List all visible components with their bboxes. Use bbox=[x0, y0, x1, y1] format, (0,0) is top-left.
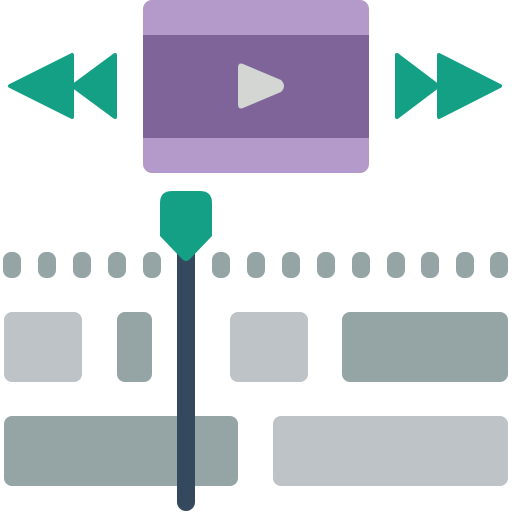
sprocket-row bbox=[3, 252, 508, 278]
sprocket-hole bbox=[73, 252, 91, 278]
playhead-handle[interactable] bbox=[160, 191, 212, 261]
timeline-clip[interactable] bbox=[273, 416, 508, 486]
timeline-clip[interactable] bbox=[117, 312, 152, 382]
timeline-clip[interactable] bbox=[4, 416, 238, 486]
sprocket-hole bbox=[108, 252, 126, 278]
rewind-icon[interactable] bbox=[8, 53, 117, 119]
video-preview[interactable] bbox=[143, 0, 369, 173]
sprocket-hole bbox=[212, 252, 230, 278]
sprocket-hole bbox=[352, 252, 370, 278]
timeline-clip[interactable] bbox=[230, 312, 308, 382]
timeline-track-1 bbox=[4, 312, 508, 382]
playhead[interactable] bbox=[160, 191, 212, 511]
sprocket-hole bbox=[387, 252, 405, 278]
fast-forward-icon[interactable] bbox=[395, 53, 502, 119]
sprocket-hole bbox=[456, 252, 474, 278]
timeline-clip[interactable] bbox=[4, 312, 82, 382]
sprocket-hole bbox=[3, 252, 21, 278]
sprocket-hole bbox=[282, 252, 300, 278]
sprocket-hole bbox=[421, 252, 439, 278]
fast-forward-arrow-inner bbox=[395, 53, 440, 119]
sprocket-hole bbox=[38, 252, 56, 278]
play-icon[interactable] bbox=[238, 63, 284, 109]
timeline-clip[interactable] bbox=[342, 312, 508, 382]
rewind-arrow-outer bbox=[8, 53, 74, 119]
fast-forward-arrow-outer bbox=[437, 53, 502, 119]
rewind-arrow-inner bbox=[71, 53, 117, 119]
timeline-track-2 bbox=[4, 416, 508, 486]
sprocket-hole bbox=[247, 252, 265, 278]
sprocket-hole bbox=[490, 252, 508, 278]
sprocket-hole bbox=[143, 252, 161, 278]
sprocket-hole bbox=[317, 252, 335, 278]
